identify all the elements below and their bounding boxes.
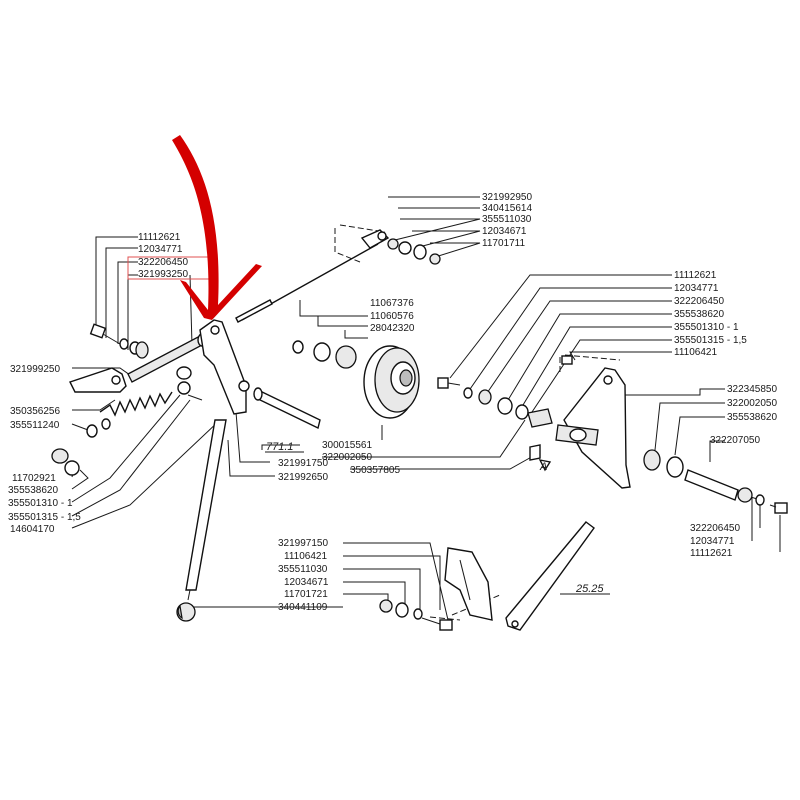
label-321992650: 321992650	[278, 472, 328, 483]
label-321997150: 321997150	[278, 538, 328, 549]
part-labels: 11112621 12034771 322206450 321993250 32…	[8, 192, 777, 613]
label-11701711: 11701711	[482, 238, 525, 249]
red-arrow-annotation	[172, 135, 262, 320]
label-771-1: 771.1	[266, 441, 294, 453]
tension-rod-part	[235, 229, 390, 323]
label-14604170: 14604170	[10, 524, 55, 535]
label-350356256: 350356256	[10, 406, 60, 417]
label-11112621-c: 11112621	[690, 548, 733, 559]
label-322002050-b: 322002050	[322, 452, 372, 463]
label-355501315-a: 355501315 - 1,5	[8, 512, 81, 523]
horizontal-pin-part	[253, 387, 321, 430]
right-hardware	[437, 355, 573, 461]
label-355511030-a: 355511030	[482, 214, 532, 225]
bolt-part-left	[89, 323, 149, 359]
left-lever-part	[69, 367, 127, 393]
label-340441109: 340441109	[278, 602, 328, 613]
label-340415614: 340415614	[482, 203, 532, 214]
label-28042320: 28042320	[370, 323, 415, 334]
right-pin-assembly	[643, 449, 788, 514]
label-355538620-c: 355538620	[727, 412, 777, 423]
label-322206450-a: 322206450	[138, 257, 188, 268]
top-right-hardware	[387, 238, 441, 265]
label-11702921: 11702921	[12, 473, 56, 484]
left-washers	[51, 418, 111, 476]
center-bushing	[176, 366, 203, 401]
label-12034771-a: 12034771	[138, 244, 183, 255]
label-a: A	[539, 461, 547, 473]
vertical-arm-part	[176, 319, 250, 622]
label-321999250: 321999250	[10, 364, 60, 375]
label-12034671-b: 12034671	[284, 577, 329, 588]
label-12034771-c: 12034771	[690, 536, 735, 547]
marker-a	[538, 459, 552, 472]
label-11701721: 11701721	[284, 589, 328, 600]
label-25-25: 25.25	[575, 583, 604, 595]
label-11067376: 11067376	[370, 298, 414, 309]
label-350357805: 350357805	[350, 465, 400, 476]
label-321991750: 321991750	[278, 458, 328, 469]
label-355538620-b: 355538620	[674, 309, 724, 320]
label-322206450-c: 322206450	[690, 523, 740, 534]
label-11106421-a: 11106421	[674, 347, 717, 358]
label-355501310-a: 355501310 - 1	[8, 498, 73, 509]
spring-part	[99, 391, 173, 417]
label-11106421-b: 11106421	[284, 551, 327, 562]
label-322207050: 322207050	[710, 435, 760, 446]
label-355538620-a: 355538620	[8, 485, 58, 496]
label-11112621-a: 11112621	[138, 232, 181, 243]
label-12034771-b: 12034771	[674, 283, 719, 294]
pulley-part	[292, 340, 420, 419]
bottom-bracket-part	[444, 547, 493, 621]
label-322345850: 322345850	[727, 384, 777, 395]
label-355511030-b: 355511030	[278, 564, 328, 575]
label-11112621-b: 11112621	[674, 270, 717, 281]
label-11060576: 11060576	[370, 311, 414, 322]
label-321993250: 321993250	[138, 269, 188, 280]
right-pivot-plate	[555, 367, 631, 489]
label-322002050-a: 322002050	[727, 398, 777, 409]
long-bar-part	[505, 521, 595, 631]
label-322206450-b: 322206450	[674, 296, 724, 307]
label-321992950: 321992950	[482, 192, 532, 203]
label-12034671-a: 12034671	[482, 226, 527, 237]
label-355501310-b: 355501310 - 1	[674, 322, 739, 333]
label-300015561: 300015561	[322, 440, 372, 451]
bottom-hardware	[379, 599, 453, 631]
label-355501315-b: 355501315 - 1,5	[674, 335, 747, 346]
label-355511240: 355511240	[10, 420, 60, 431]
